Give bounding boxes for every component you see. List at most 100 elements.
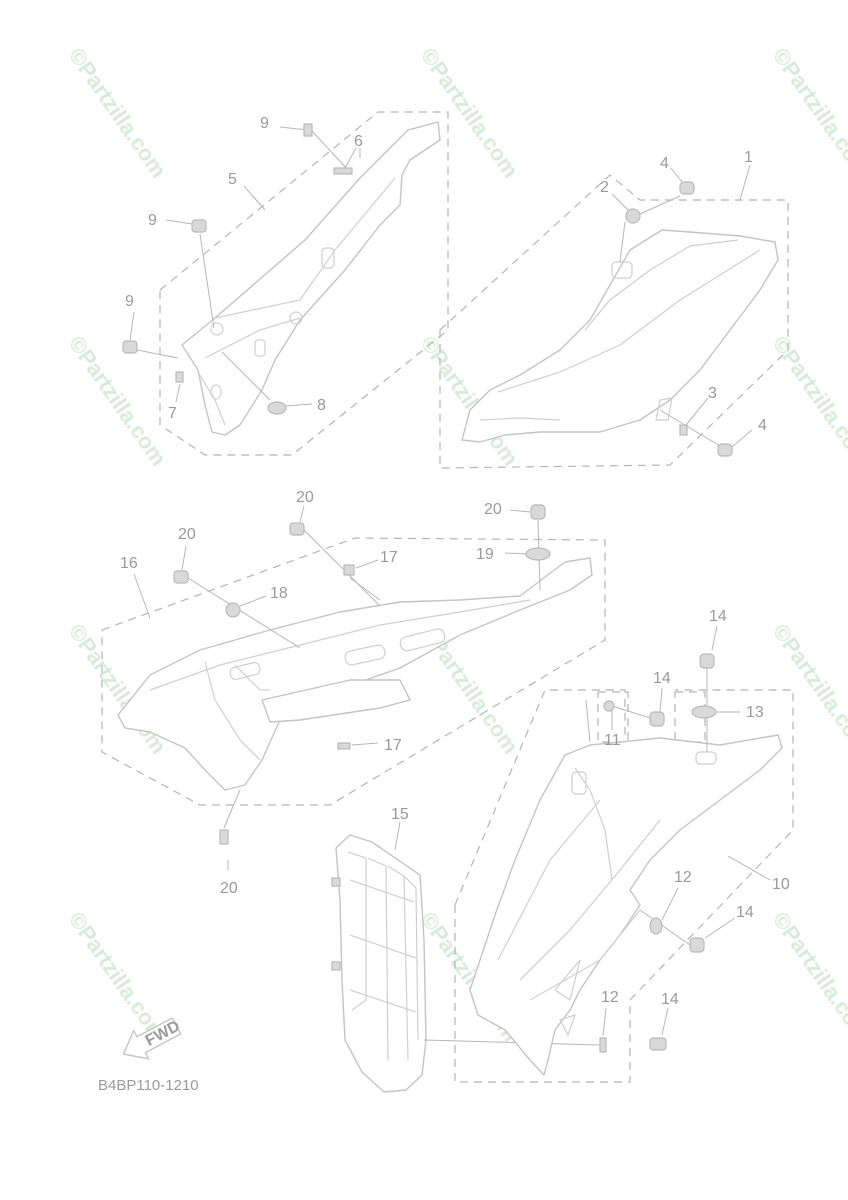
- fwd-arrow-shape: [122, 1017, 182, 1060]
- side-cover-edge: [584, 239, 739, 331]
- callout-12: 12: [601, 989, 619, 1006]
- radiator-guard: [335, 834, 427, 1093]
- radiator-shroud-graphic: [559, 1014, 576, 1037]
- collar-3: [659, 397, 721, 447]
- callout-6: 6: [354, 133, 363, 150]
- callout-18: 18: [270, 585, 288, 602]
- callout-12: 12: [674, 869, 692, 886]
- callout-2: 2: [600, 179, 609, 196]
- side-cover-edge: [479, 417, 561, 421]
- leader-16: [133, 573, 151, 619]
- bolt-20-upper-mid: [289, 505, 381, 607]
- watermark: ©Partzilla.com: [768, 620, 848, 759]
- side-cover-edge: [497, 249, 761, 393]
- washer-13: [691, 705, 740, 719]
- radiator-guard-louver: [349, 879, 415, 903]
- group-boundary: [454, 689, 626, 906]
- side-cover-grommet: [611, 261, 633, 279]
- group-side-cover-left: [122, 111, 449, 456]
- callout-8: 8: [317, 397, 326, 414]
- group-boundary: [101, 537, 606, 806]
- callout-20: 20: [296, 489, 314, 506]
- radiator-guard-louver: [367, 857, 389, 1061]
- bolt-20-upper-left: [173, 545, 301, 649]
- collar-11: [603, 700, 615, 730]
- clip-17-bottom: [337, 742, 379, 750]
- leader-15-shroud: [585, 699, 591, 743]
- radiator-guard-louver: [349, 989, 417, 1013]
- callout-11: 11: [604, 732, 621, 749]
- radiator-cover-part-16: [117, 557, 593, 791]
- radiator-shroud-edge: [519, 819, 661, 981]
- radiator-cover-edge: [234, 664, 270, 691]
- watermark: ©Partzilla.com: [768, 44, 848, 183]
- callout-3: 3: [708, 385, 717, 402]
- callout-9: 9: [125, 293, 134, 310]
- side-cover-edge: [204, 317, 301, 359]
- group-boundary: [159, 111, 449, 456]
- callout-10: 10: [772, 876, 790, 893]
- radiator-cover-edge: [204, 661, 261, 761]
- callout-19: 19: [476, 546, 494, 563]
- group-side-cover-right: [439, 164, 789, 469]
- bolt-20-bottom: [219, 789, 241, 870]
- radiator-shroud-edge: [529, 909, 641, 1001]
- group-radiator-cover: [101, 504, 606, 870]
- bolt-14-middle-right: [639, 909, 736, 953]
- grommet-2: [611, 193, 681, 263]
- clip-17-top: [343, 559, 381, 601]
- side-cover-tab: [655, 397, 673, 421]
- radiator-guard-tab: [331, 877, 341, 887]
- bolt-14-upper-left: [611, 687, 665, 727]
- radiator-cover-scoop: [261, 679, 411, 723]
- bolt-9-top: [279, 123, 351, 173]
- callout-labels: 1 2 3 4 4 5 6 7 8 9 9 9 10 11 12 12 13 1…: [120, 115, 790, 1008]
- side-cover-slot: [321, 247, 335, 269]
- watermark: ©Partzilla.com: [416, 44, 524, 183]
- callout-13: 13: [746, 704, 764, 721]
- watermark: ©Partzilla.com: [768, 908, 848, 1047]
- callout-20: 20: [220, 880, 238, 897]
- side-cover-hole: [289, 311, 303, 325]
- radiator-guard-louver: [403, 875, 419, 1041]
- nut-18: [225, 595, 267, 618]
- radiator-shroud-graphic: [554, 959, 581, 1001]
- group-boundary: [454, 689, 794, 1083]
- washer-19: [504, 547, 551, 561]
- radiator-guard-part-15: [331, 821, 601, 1093]
- side-cover-hole: [210, 322, 224, 336]
- mount-line: [423, 1039, 601, 1046]
- damper-8: [221, 351, 313, 415]
- side-cover-part-5: [181, 121, 441, 436]
- callout-14: 14: [653, 670, 671, 687]
- side-cover-part-1: [461, 229, 779, 443]
- side-cover-hole: [210, 384, 222, 400]
- radiator-guard-louver: [347, 851, 367, 1011]
- side-cover-edge: [214, 177, 396, 319]
- radiator-guard-tab: [331, 961, 341, 971]
- damper-6: [333, 147, 357, 175]
- radiator-shroud-edge: [574, 767, 613, 881]
- bolt-14-upper-right: [699, 625, 718, 752]
- watermark: ©Partzilla.com: [64, 332, 172, 471]
- radiator-cover-vent: [399, 628, 446, 652]
- callout-17: 17: [384, 737, 402, 754]
- damper-12-middle: [649, 887, 679, 935]
- callout-1: 1: [744, 149, 753, 166]
- leader-15: [394, 821, 401, 851]
- callout-20: 20: [178, 526, 196, 543]
- group-radiator-shroud: [454, 625, 794, 1083]
- side-cover-slot: [254, 339, 266, 357]
- callout-4: 4: [660, 155, 669, 172]
- leader-1: [739, 164, 751, 201]
- bolt-9-middle: [165, 219, 215, 329]
- callout-9: 9: [148, 212, 157, 229]
- radiator-cover-vent: [344, 644, 386, 666]
- callout-15: 15: [391, 806, 409, 823]
- diagram-code: B4BP110-1210: [98, 1077, 199, 1094]
- bolt-4-bottom: [717, 429, 753, 457]
- radiator-shroud-tab: [571, 771, 587, 795]
- callout-17: 17: [380, 549, 398, 566]
